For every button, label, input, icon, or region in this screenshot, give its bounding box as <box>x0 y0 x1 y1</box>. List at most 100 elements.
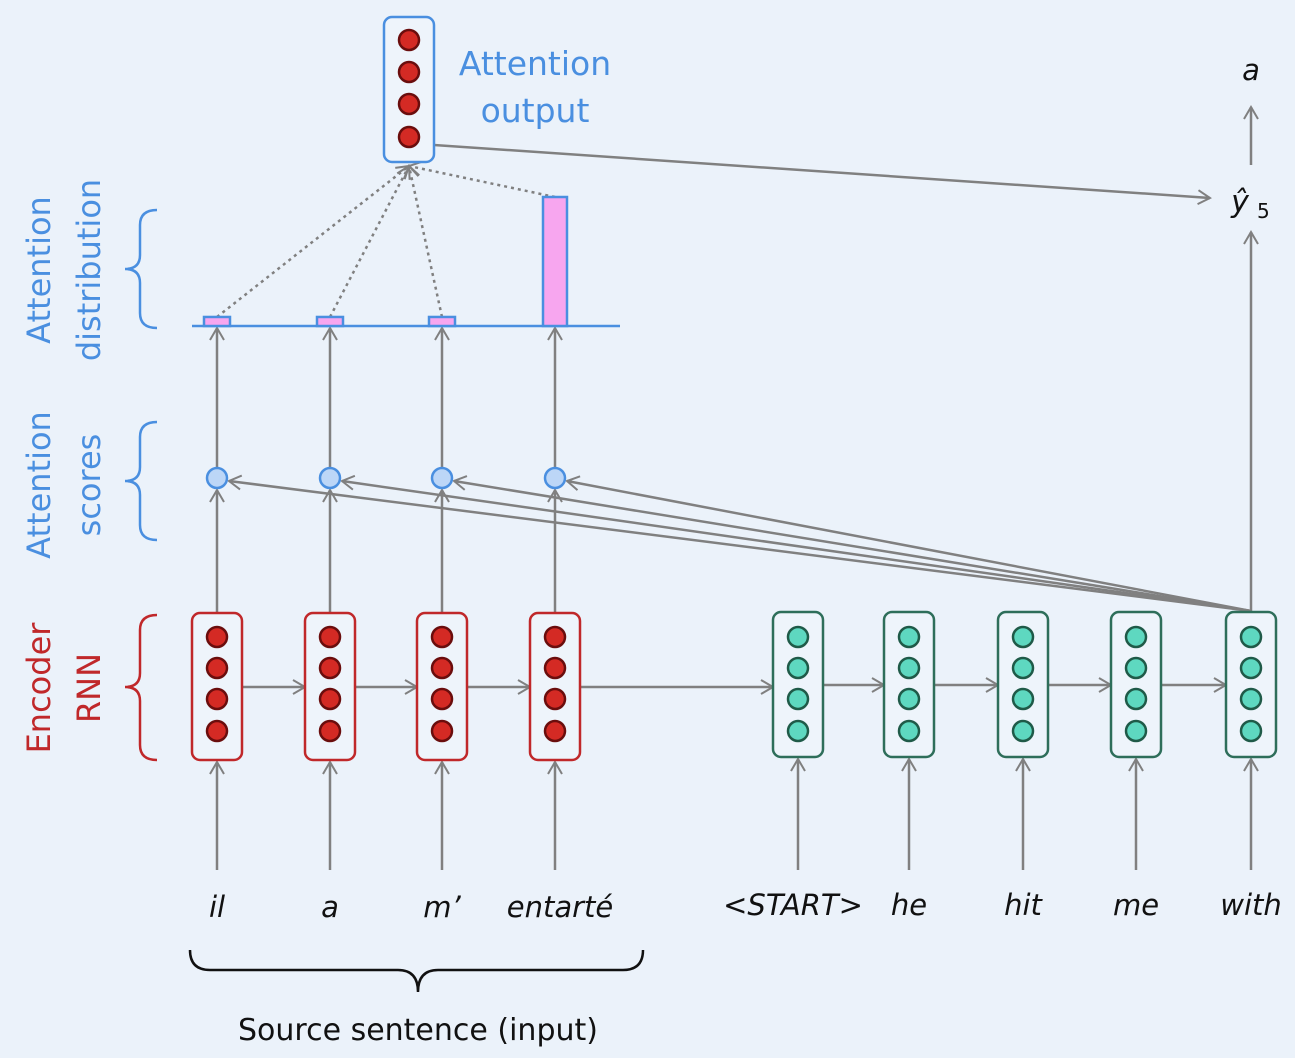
target-word: me <box>1113 888 1159 922</box>
encoder-rnn-label: Encoder RNN <box>20 622 108 754</box>
attention-score <box>543 466 567 490</box>
attention-score <box>318 466 342 490</box>
decoder-hidden-state <box>771 610 825 759</box>
neuron <box>205 719 229 743</box>
decoder-to-score-arrow <box>565 475 1252 613</box>
attention-score <box>205 466 229 490</box>
decoder-to-score-arrow <box>227 474 1252 613</box>
attention-bar <box>427 315 457 328</box>
decoder-hidden-state-frame <box>996 610 1050 759</box>
attention-bar <box>315 315 345 328</box>
attention-output-arrow <box>433 143 1212 206</box>
decoder-hidden-state <box>882 610 936 759</box>
neuron <box>430 656 454 680</box>
source-word: m’ <box>423 890 461 924</box>
decoder-hidden-state-frame <box>771 610 825 759</box>
neuron <box>543 719 567 743</box>
decoder-to-score-arrow <box>452 475 1252 613</box>
svg-text:Encoder: Encoder <box>20 622 58 754</box>
neuron <box>1124 656 1148 680</box>
neuron <box>318 687 342 711</box>
neuron <box>1124 719 1148 743</box>
neuron <box>1239 687 1263 711</box>
attention-output-label-2: output <box>481 91 590 130</box>
svg-text:distribution: distribution <box>70 179 108 361</box>
brace-scores <box>124 420 158 542</box>
source-word: entarté <box>507 890 614 924</box>
neuron <box>1124 687 1148 711</box>
neuron <box>430 625 454 649</box>
target-word: he <box>891 888 927 922</box>
neuron <box>897 625 921 649</box>
neuron <box>318 719 342 743</box>
svg-text:Attention: Attention <box>20 411 58 559</box>
neuron <box>205 687 229 711</box>
neuron <box>897 656 921 680</box>
source-caption: Source sentence (input) <box>238 1013 598 1048</box>
attention-weight-arrow <box>216 164 411 318</box>
decoder-hidden-state <box>1109 610 1163 759</box>
source-brace <box>188 949 645 993</box>
encoder-hidden-state <box>190 611 244 762</box>
svg-text:scores: scores <box>70 434 108 537</box>
encoder-hidden-state-frame <box>415 611 469 762</box>
neuron <box>430 719 454 743</box>
neuron <box>430 687 454 711</box>
neuron <box>1124 625 1148 649</box>
attention-output-vector <box>382 15 436 164</box>
brace-encoder <box>124 613 158 762</box>
source-word: il <box>209 890 225 924</box>
neuron <box>397 60 421 84</box>
neuron <box>897 719 921 743</box>
encoder-hidden-state-frame <box>190 611 244 762</box>
decoder-hidden-state-frame <box>1109 610 1163 759</box>
neuron <box>1011 625 1035 649</box>
prediction-subscript: 5 <box>1257 199 1270 223</box>
neuron <box>786 656 810 680</box>
neuron <box>786 719 810 743</box>
target-word: with <box>1220 888 1282 922</box>
neuron <box>1011 656 1035 680</box>
target-word: hit <box>1004 888 1043 922</box>
neuron <box>205 656 229 680</box>
attention-weight-arrow <box>403 164 444 318</box>
encoder-hidden-state <box>528 611 582 762</box>
neuron <box>1011 687 1035 711</box>
neuron <box>318 656 342 680</box>
neuron <box>1239 719 1263 743</box>
neuron <box>543 625 567 649</box>
neuron <box>543 687 567 711</box>
attention-scores-label: Attention scores <box>20 411 108 559</box>
encoder-hidden-state <box>415 611 469 762</box>
encoder-hidden-state <box>303 611 357 762</box>
brace-distribution <box>124 208 158 330</box>
decoder-hidden-state-frame <box>1224 610 1278 759</box>
attention-distribution-label: Attention distribution <box>20 179 108 361</box>
neuron <box>543 656 567 680</box>
attention-weight-arrow <box>407 160 556 199</box>
encoder-hidden-state-frame <box>528 611 582 762</box>
attention-score <box>430 466 454 490</box>
decoder-to-score-arrow <box>340 474 1252 613</box>
source-word: a <box>321 890 339 924</box>
attention-bar <box>541 195 569 328</box>
svg-text:Attention: Attention <box>20 196 58 344</box>
attention-weight-arrow <box>328 164 411 318</box>
neuron <box>786 625 810 649</box>
decoder-hidden-state-frame <box>882 610 936 759</box>
neuron <box>397 125 421 149</box>
svg-text:RNN: RNN <box>70 653 108 723</box>
neuron <box>205 625 229 649</box>
neuron <box>397 28 421 52</box>
neuron <box>397 92 421 116</box>
encoder-hidden-state-frame <box>303 611 357 762</box>
neuron <box>318 625 342 649</box>
output-word: a <box>1242 53 1260 87</box>
neuron <box>1011 719 1035 743</box>
neuron <box>1239 625 1263 649</box>
attention-output-label-1: Attention <box>459 44 611 83</box>
target-word: <START> <box>723 888 863 922</box>
neuron <box>1239 656 1263 680</box>
prediction-label: ŷ <box>1230 185 1250 220</box>
